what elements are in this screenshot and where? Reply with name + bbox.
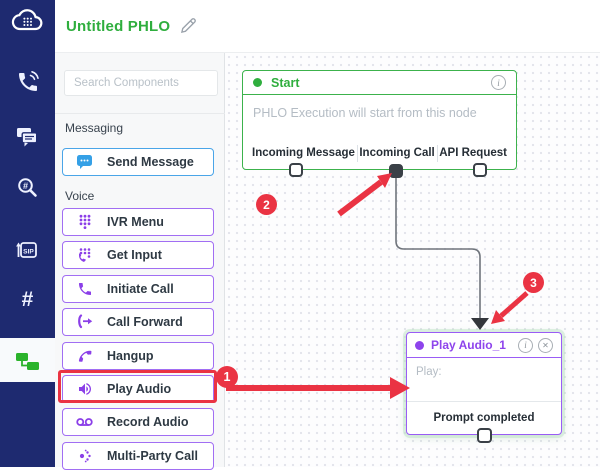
component-call-forward[interactable]: Call Forward	[62, 308, 214, 336]
svg-text:#: #	[22, 181, 27, 191]
start-node-description: PHLO Execution will start from this node	[253, 106, 477, 120]
play-audio-node-footer: Prompt completed	[407, 401, 561, 434]
phone-icon	[76, 281, 93, 298]
output-incoming-call[interactable]: Incoming Call	[359, 147, 435, 159]
output-api-request[interactable]: API Request	[439, 147, 507, 159]
annotation-highlight-play-audio	[58, 370, 217, 403]
phlo-nav-item-active[interactable]	[0, 338, 55, 382]
component-initiate-call[interactable]: Initiate Call	[62, 275, 214, 303]
voicemail-icon	[76, 414, 93, 431]
product-nav-rail: # SIP #	[0, 0, 55, 467]
status-dot	[253, 78, 262, 87]
output-separator	[436, 144, 438, 162]
annotation-step-3: 3	[523, 272, 544, 293]
play-field-label: Play:	[416, 366, 442, 378]
number-lookup-nav-icon[interactable]: #	[0, 174, 55, 201]
port-incoming-message[interactable]	[289, 163, 303, 177]
annotation-step-1: 1	[216, 366, 238, 388]
play-audio-node-title: Play Audio_1	[431, 338, 506, 352]
port-api-request[interactable]	[473, 163, 487, 177]
component-hangup[interactable]: Hangup	[62, 342, 214, 370]
status-dot	[415, 340, 424, 350]
top-header: Untitled PHLO	[55, 0, 600, 53]
start-node-outputs: Incoming Message Incoming Call API Reque…	[243, 141, 516, 165]
start-node-header: Start i	[243, 71, 516, 95]
voice-nav-icon[interactable]	[0, 68, 55, 96]
component-play-audio[interactable]: Play Audio	[62, 375, 214, 403]
play-audio-node-header: Play Audio_1 i ✕	[407, 333, 561, 358]
component-record-audio[interactable]: Record Audio	[62, 408, 214, 436]
phlo-title: Untitled PHLO	[66, 17, 171, 35]
component-ivr-menu[interactable]: IVR Menu	[62, 208, 214, 236]
keypad-input-icon	[76, 247, 93, 264]
output-incoming-message[interactable]: Incoming Message	[252, 147, 355, 159]
component-label: IVR Menu	[107, 215, 164, 229]
component-label: Record Audio	[107, 415, 189, 429]
sip-trunking-nav-icon[interactable]: SIP	[0, 236, 55, 264]
component-label: Get Input	[107, 248, 162, 262]
phlo-flow-icon	[16, 352, 39, 370]
output-prompt-completed[interactable]: Prompt completed	[433, 412, 535, 424]
info-icon[interactable]: i	[518, 337, 533, 353]
component-multi-party-call[interactable]: Multi-Party Call	[62, 442, 214, 470]
speaker-icon	[76, 381, 93, 398]
play-audio-node[interactable]: Play Audio_1 i ✕ Play: Prompt completed	[406, 332, 562, 435]
search-components-input[interactable]	[64, 70, 218, 96]
component-send-message[interactable]: Send Message	[62, 148, 214, 176]
component-label: Play Audio	[107, 382, 172, 396]
phone-hangup-icon	[76, 348, 93, 365]
messaging-nav-icon[interactable]	[0, 124, 55, 150]
section-label-messaging: Messaging	[65, 121, 124, 135]
annotation-step-2: 2	[256, 194, 277, 215]
panel-divider	[55, 113, 225, 114]
start-node-title: Start	[271, 75, 300, 90]
start-node[interactable]: Start i PHLO Execution will start from t…	[242, 70, 517, 170]
phone-forward-icon	[76, 314, 93, 331]
phone-numbers-nav-icon[interactable]: #	[21, 288, 34, 311]
component-label: Call Forward	[107, 315, 183, 329]
component-label: Send Message	[107, 155, 194, 169]
plivo-logo-icon[interactable]	[0, 6, 55, 36]
component-label: Multi-Party Call	[107, 449, 198, 463]
chat-bubble-icon	[76, 154, 93, 171]
component-label: Hangup	[107, 349, 154, 363]
dialpad-icon	[76, 214, 93, 231]
port-prompt-completed[interactable]	[477, 428, 492, 443]
port-incoming-call-connected[interactable]	[389, 164, 403, 178]
multi-party-icon	[76, 448, 93, 465]
component-label: Initiate Call	[107, 282, 174, 296]
component-get-input[interactable]: Get Input	[62, 241, 214, 269]
close-icon[interactable]: ✕	[538, 337, 553, 353]
info-icon[interactable]: i	[491, 75, 506, 90]
svg-text:SIP: SIP	[23, 249, 34, 256]
section-label-voice: Voice	[65, 189, 95, 203]
output-separator	[356, 144, 358, 162]
edit-title-icon[interactable]	[179, 17, 197, 35]
